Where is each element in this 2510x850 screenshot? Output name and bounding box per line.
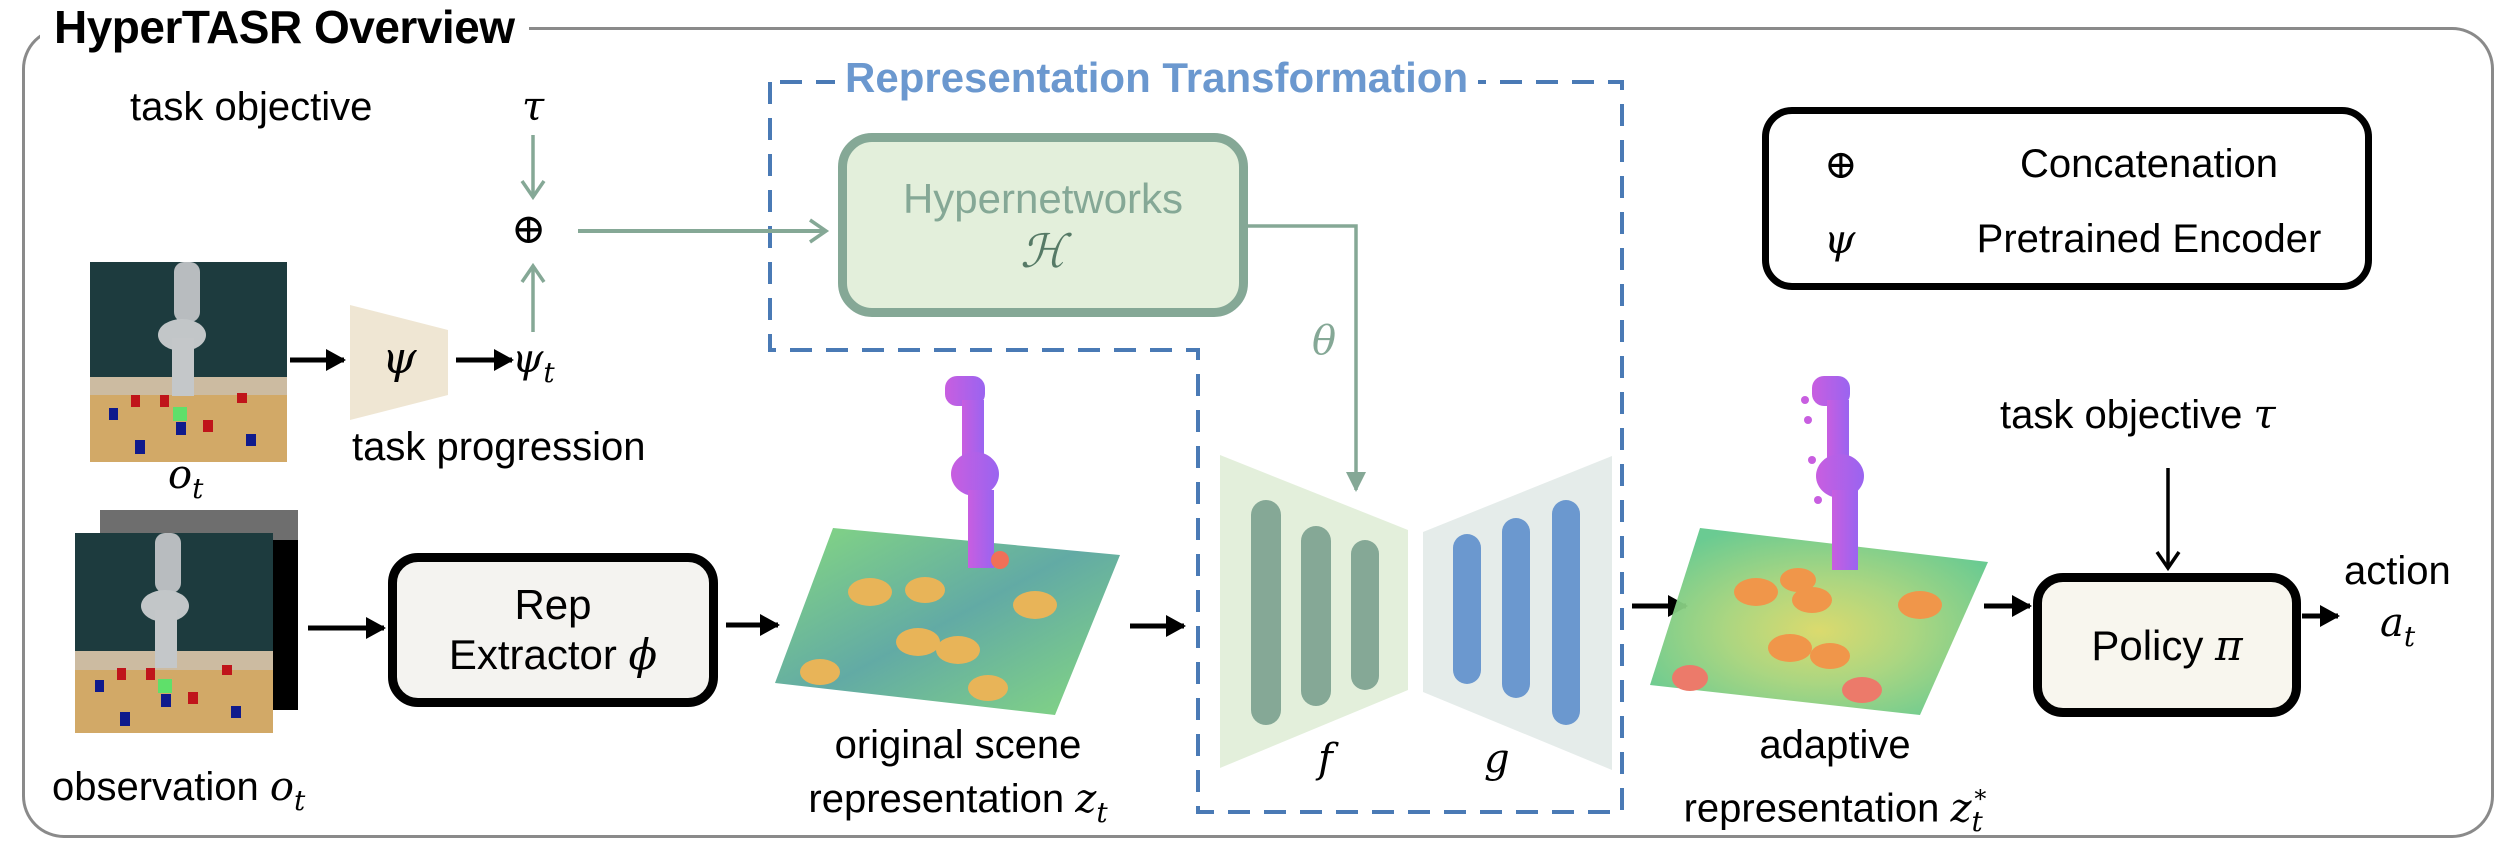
representation-transformation-region [768,80,1624,814]
phi-symbol: ϕ [628,630,658,679]
rep-extractor-text: Extractor [448,631,617,678]
hypernetworks-symbol: ℋ [1020,224,1066,278]
legend-item-pretrained-encoder: ψ Pretrained Encoder [1769,217,2365,277]
psi-encoder-shape [350,305,448,420]
obs-image-subscript: t [192,471,204,505]
encoder-layer-3 [1351,540,1379,690]
observation-symbol: o [269,764,295,810]
adaptive-rep-text: representation [1683,786,1940,831]
policy-task-objective-text: task objective [2000,393,2243,437]
legend-label: Pretrained Encoder [1976,217,2322,261]
legend-box: ⊕ Concatenation ψ Pretrained Encoder [1762,107,2372,290]
psi-legend-icon: ψ [1824,217,1856,263]
action-subscript: t [2403,619,2416,653]
hypernetworks-box: Hypernetworks ℋ [838,133,1248,317]
policy-box: Policy π [2033,573,2301,717]
encoder-f-symbol: f [1318,736,1333,782]
obs-image-label: ot [168,452,203,512]
rep-extractor-line2: Extractor ϕ [449,630,657,680]
task-objective-label: task objective [130,85,373,129]
concat-operator-icon: ⊕ [511,204,547,253]
adaptive-representation-image [1650,376,1988,715]
policy-text: Policy [2091,621,2204,669]
encoder-layer-2 [1301,526,1331,706]
action-label: action [2344,549,2451,593]
tau-symbol: τ [522,84,545,130]
zt-subscript: t [1096,795,1108,829]
psi-t-subscript: t [543,355,555,389]
policy-label: Policy π [2091,621,2242,670]
observation-image-top [90,262,287,462]
psi-t-symbol: ψ [512,336,544,382]
observation-label: observation ot [52,764,305,824]
decoder-layer-2 [1502,518,1530,698]
zt-star-symbol: z [1950,785,1972,832]
concat-legend-icon: ⊕ [1824,142,1858,188]
original-scene-representation-image [775,376,1120,715]
decoder-g-symbol: g [1484,736,1510,782]
policy-task-objective-label: task objective τ [2000,392,2276,438]
overview-frame [22,27,2494,838]
zt-star-superscript: * [1974,785,1987,813]
task-progression-label: task progression [352,425,646,469]
original-rep-line2: representation zt [768,776,1148,836]
action-symbol: a [2380,600,2404,646]
psi-t-label: ψt [512,336,555,396]
rep-extractor-box: Rep Extractor ϕ [388,553,718,707]
observation-text: observation [52,765,259,809]
original-rep-text: representation [808,777,1065,821]
decoder-layer-1 [1453,534,1481,684]
legend-label: Concatenation [2020,142,2278,186]
rep-extractor-line1: Rep [514,581,592,628]
decoder-layer-3 [1552,500,1580,725]
encoder-layer-1 [1251,500,1281,725]
psi-encoder-symbol: ψ [382,333,417,384]
hypernetworks-label: Hypernetworks [902,175,1184,222]
legend-item-concatenation: ⊕ Concatenation [1769,142,2365,202]
adaptive-rep-line2: representation zt* [1640,776,2030,845]
original-rep-line1: original scene [834,723,1082,767]
action-symbol-label: at [2380,600,2415,660]
theta-symbol: θ [1312,318,1337,364]
pi-symbol: π [2215,620,2243,670]
theta-arrow [1248,224,1366,492]
observation-image-stack [75,510,298,733]
observation-subscript: t [294,783,306,817]
zt-symbol: z [1075,776,1097,822]
zt-star-subscript: t [1971,805,1983,839]
obs-image-symbol: o [168,452,193,498]
representation-transformation-title: Representation Transformation [835,52,1479,104]
diagram-title: HyperTASR Overview [40,0,529,54]
adaptive-rep-line1: adaptive [1759,723,1911,767]
policy-tau-symbol: τ [2253,392,2276,438]
